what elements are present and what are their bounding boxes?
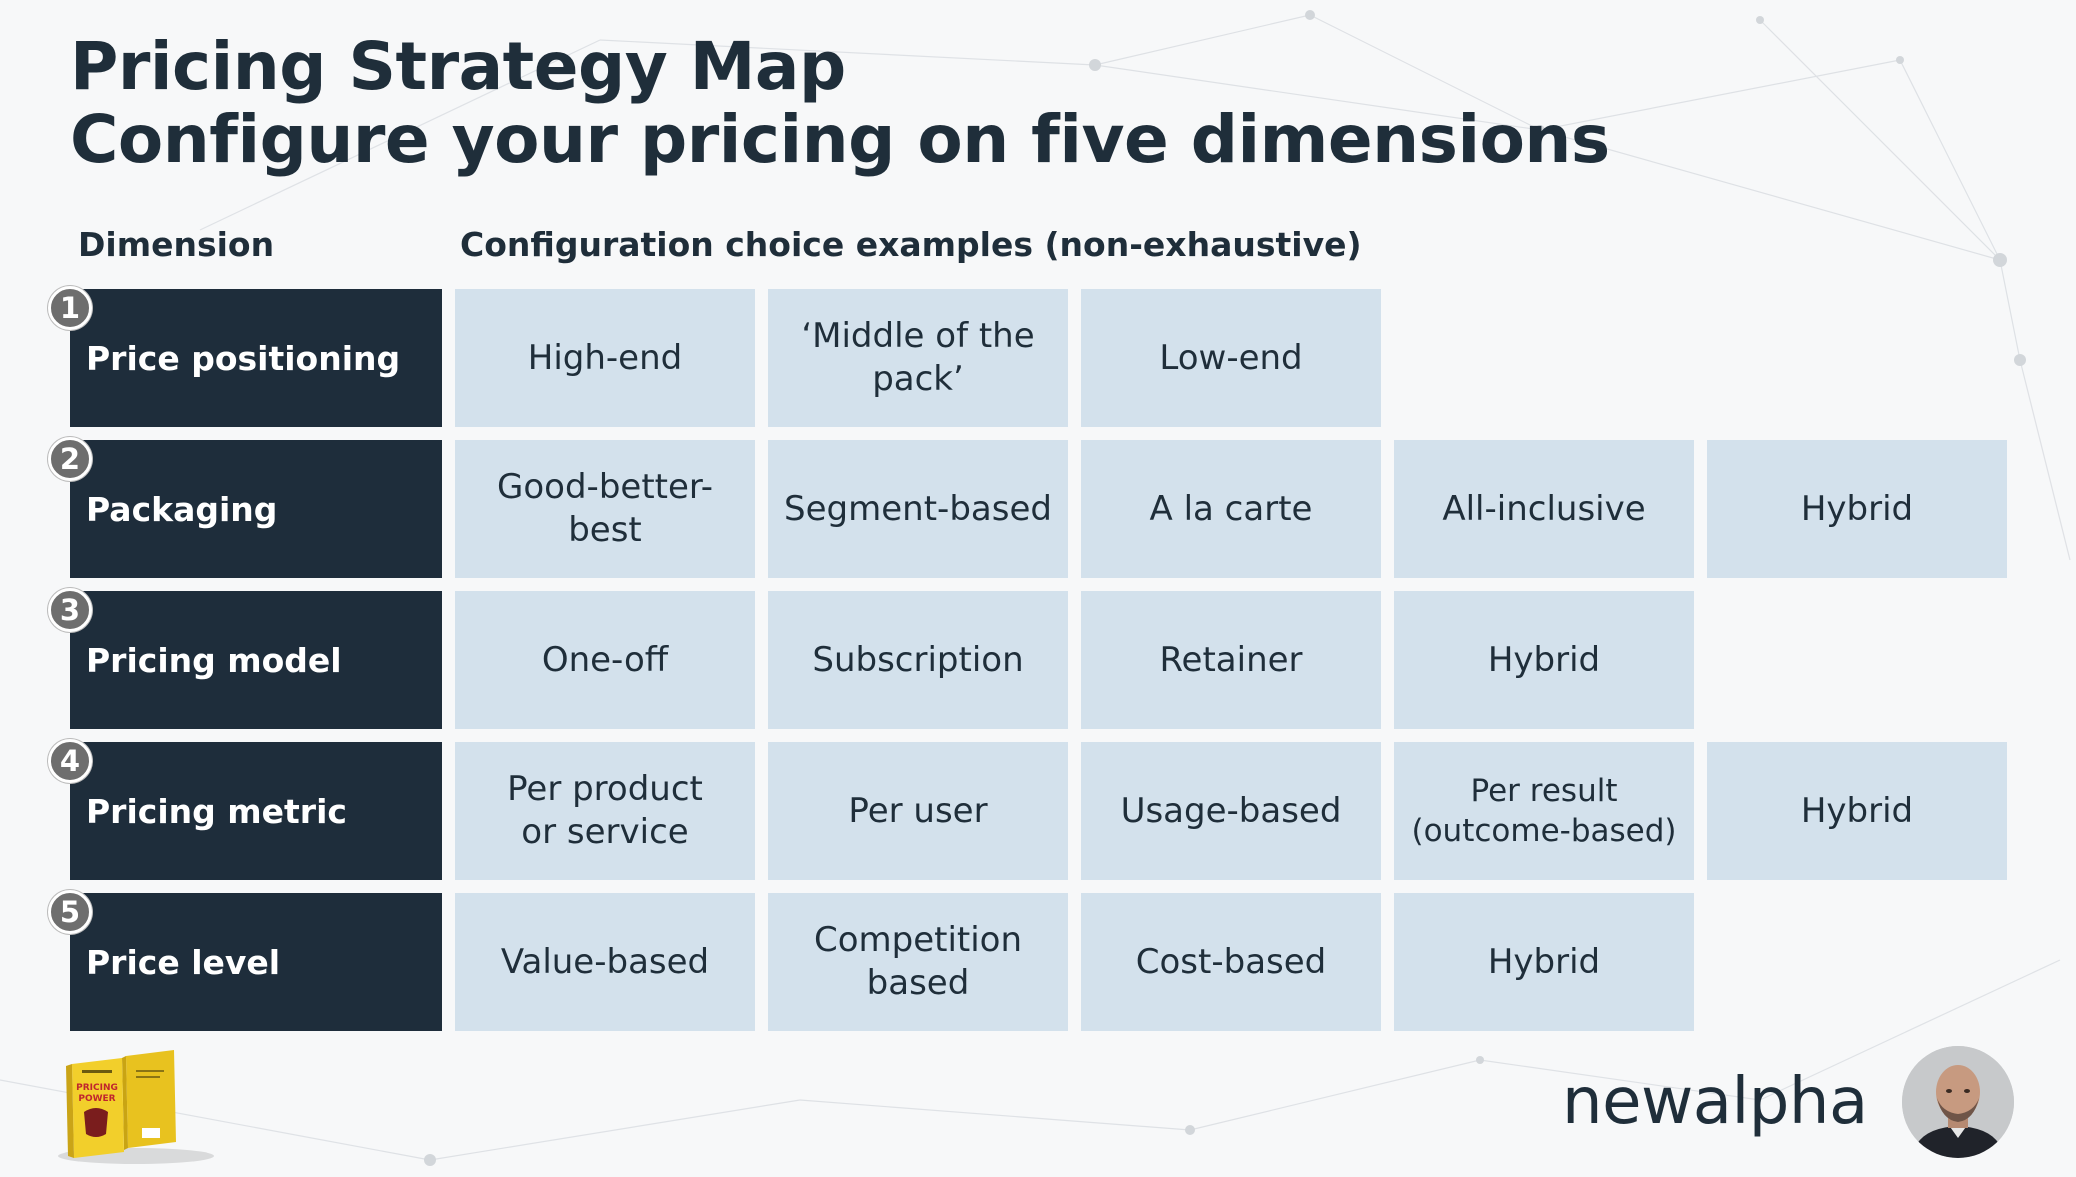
choice-cell: Segment-based — [768, 440, 1068, 578]
choice-cell: ‘Middle of the pack’ — [768, 289, 1068, 427]
dimension-label: Pricing metric — [86, 791, 347, 831]
choice-label: Subscription — [812, 639, 1024, 680]
choice-label: ‘Middle of the pack’ — [801, 316, 1035, 399]
choice-cell: Subscription — [768, 591, 1068, 729]
choice-cell: Cost-based — [1081, 893, 1381, 1031]
dimension-label: Pricing model — [86, 640, 342, 680]
dimension-pricing-model: Pricing model — [70, 591, 442, 729]
number-badge: 2 — [48, 437, 92, 481]
book-cover-image: PRICING POWER — [58, 1050, 214, 1164]
number-badge: 5 — [48, 890, 92, 934]
choice-cell: Hybrid — [1394, 893, 1694, 1031]
choice-label: Hybrid — [1487, 941, 1601, 982]
choice-label: High-end — [527, 337, 683, 378]
choice-label: Cost-based — [1135, 941, 1327, 982]
choice-label: Per product or service — [507, 769, 703, 852]
number-badge: 3 — [48, 588, 92, 632]
choice-label: Per user — [848, 790, 988, 831]
choice-label: Per result (outcome-based) — [1411, 773, 1677, 849]
number-badge: 1 — [48, 286, 92, 330]
person-photo — [1902, 1046, 2014, 1158]
dimension-packaging: Packaging — [70, 440, 442, 578]
choice-label: Hybrid — [1487, 639, 1601, 680]
choice-cell: Good-better-best — [455, 440, 755, 578]
dimension-pricing-metric: Pricing metric — [70, 742, 442, 880]
choice-cell: High-end — [455, 289, 755, 427]
choice-cell: Competition based — [768, 893, 1068, 1031]
choice-label: Hybrid — [1800, 790, 1914, 831]
brand-logo-text: newalpha — [1562, 1065, 1868, 1139]
choice-label: A la carte — [1149, 488, 1313, 529]
choice-label: Value-based — [500, 941, 710, 982]
choice-label: Hybrid — [1800, 488, 1914, 529]
choice-label: Segment-based — [784, 488, 1052, 529]
choice-label: Retainer — [1159, 639, 1303, 680]
choice-label: Competition based — [813, 920, 1023, 1003]
book-title-lettering: PRICING — [76, 1083, 118, 1093]
configuration-column-header: Configuration choice examples (non-exhau… — [460, 225, 1362, 264]
dimension-label: Price positioning — [86, 338, 401, 378]
choice-label: Low-end — [1159, 337, 1303, 378]
choice-cell: Per user — [768, 742, 1068, 880]
choice-cell: Usage-based — [1081, 742, 1381, 880]
choice-label: Usage-based — [1120, 790, 1342, 831]
page-subtitle: Configure your pricing on five dimension… — [70, 101, 1610, 178]
choice-cell: Per product or service — [455, 742, 755, 880]
choice-label: Good-better-best — [497, 467, 713, 550]
page-title: Pricing Strategy Map — [70, 28, 846, 105]
dimension-column-header: Dimension — [78, 225, 275, 264]
choice-cell: Hybrid — [1394, 591, 1694, 729]
choice-cell: A la carte — [1081, 440, 1381, 578]
svg-text:POWER: POWER — [78, 1094, 115, 1104]
choice-cell: Per result (outcome-based) — [1394, 742, 1694, 880]
avatar — [1902, 1046, 2014, 1158]
dimension-label: Price level — [86, 942, 281, 982]
dimension-price-level: Price level — [70, 893, 442, 1031]
dimension-price-positioning: Price positioning — [70, 289, 442, 427]
choice-label: All-inclusive — [1442, 488, 1646, 529]
choice-cell: Retainer — [1081, 591, 1381, 729]
choice-cell: Hybrid — [1707, 742, 2007, 880]
choice-cell: One-off — [455, 591, 755, 729]
dimension-label: Packaging — [86, 489, 278, 529]
choice-cell: Value-based — [455, 893, 755, 1031]
number-badge: 4 — [48, 739, 92, 783]
choice-cell: All-inclusive — [1394, 440, 1694, 578]
choice-cell: Hybrid — [1707, 440, 2007, 578]
choice-label: One-off — [541, 639, 669, 680]
choice-cell: Low-end — [1081, 289, 1381, 427]
